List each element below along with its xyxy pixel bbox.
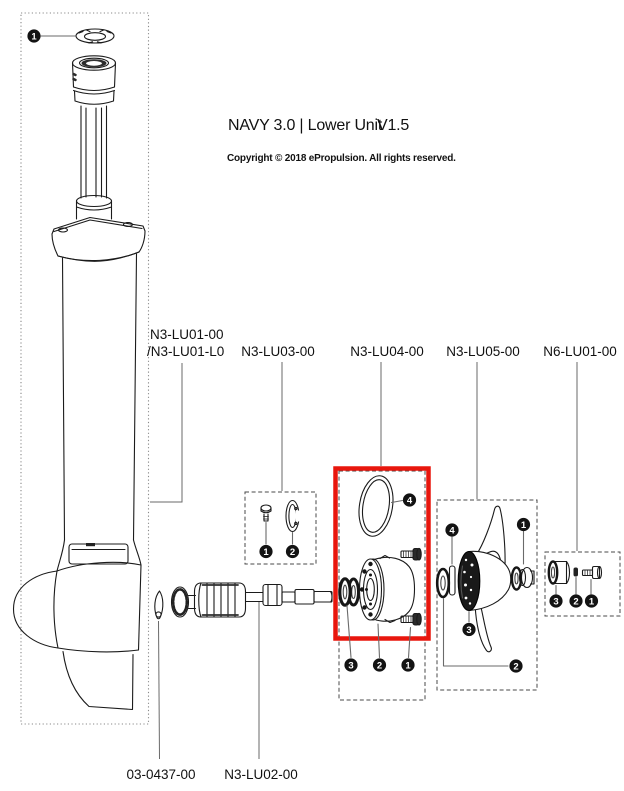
- callout-n6-2: 2: [569, 594, 583, 608]
- callouts: 1 1 2 4 3 2 1 4: [27, 29, 599, 673]
- callout-lu03-1: 1: [259, 544, 273, 559]
- svg-text:2: 2: [513, 661, 518, 672]
- callout-lu05-4: 4: [445, 523, 459, 537]
- callout-lu05-3: 3: [462, 622, 476, 637]
- lu04-parts-drawing: [338, 475, 422, 659]
- part-labels: N3-LU01-00 /N3-LU01-L0 N3-LU03-00 N3-LU0…: [126, 327, 616, 782]
- callout-n6-1: 1: [584, 594, 599, 608]
- propeller-assembly-drawing: [435, 505, 535, 667]
- n6-bolt-drawing: [581, 565, 603, 580]
- key-drawing: [154, 590, 164, 620]
- prop-spinner-drawing: [468, 550, 512, 612]
- label-lu05: N3-LU05-00: [446, 344, 520, 359]
- anode-cap-drawing: [547, 560, 571, 585]
- svg-text:2: 2: [573, 596, 578, 607]
- svg-text:4: 4: [407, 495, 413, 506]
- svg-text:2: 2: [290, 547, 295, 558]
- n6lu01-group-box: [544, 551, 621, 617]
- callout-lu05-2: 2: [509, 659, 523, 673]
- label-lu03: N3-LU03-00: [241, 344, 315, 359]
- svg-text:2: 2: [377, 660, 382, 671]
- page-title: NAVY 3.0 | Lower Unit: [228, 117, 383, 134]
- small-pin-drawing: [573, 567, 578, 577]
- callout-leg-1: 1: [27, 29, 41, 43]
- driveshaft-drawing: [170, 582, 333, 618]
- lu03-circlip-drawing: [285, 499, 302, 533]
- o-ring-drawing: [358, 475, 394, 537]
- tube-collar-drawing: [75, 194, 113, 220]
- label-lu01-line2: /N3-LU01-L0: [147, 344, 224, 359]
- prop-blade-lower-drawing: [474, 604, 492, 653]
- leader-lu01: [150, 363, 183, 503]
- callout-lu04-1: 1: [401, 658, 415, 672]
- callout-n6-3: 3: [549, 594, 563, 608]
- callout-lu04-3: 3: [344, 658, 358, 672]
- leader-key: [158, 620, 160, 760]
- svg-text:1: 1: [405, 660, 411, 671]
- lu03-parts-drawing: [260, 499, 302, 545]
- mount-bracket-drawing: [51, 216, 146, 262]
- upper-tube-drawing: [80, 105, 108, 199]
- lu03-screw-drawing: [260, 504, 272, 522]
- svg-text:1: 1: [31, 31, 37, 42]
- svg-text:3: 3: [466, 625, 471, 636]
- svg-text:1: 1: [521, 520, 527, 531]
- svg-text:4: 4: [449, 525, 455, 536]
- leader-lines: [150, 362, 578, 760]
- prop-hub-drawing: [457, 550, 481, 612]
- lu05-group-box: [436, 499, 538, 691]
- motor-cap-drawing: [71, 55, 117, 105]
- gearcase-drawing: [12, 539, 142, 653]
- page-version: V1.5: [377, 117, 409, 134]
- trim-washer-drawing: [75, 28, 115, 44]
- label-driveshaft: N3-LU02-00: [224, 767, 298, 782]
- part-group-boxes: [244, 470, 621, 701]
- label-key: 03-0437-00: [126, 767, 195, 782]
- callout-lu05-1: 1: [516, 517, 531, 532]
- callout-lu03-2: 2: [285, 544, 300, 559]
- thrust-washer-left-drawing: [435, 567, 451, 599]
- label-lu04: N3-LU04-00: [350, 344, 424, 359]
- label-lu01-line1: N3-LU01-00: [150, 327, 224, 342]
- skeg-drawing: [62, 650, 134, 711]
- label-n6lu01: N6-LU01-00: [543, 344, 617, 359]
- svg-text:1: 1: [589, 596, 595, 607]
- n6lu01-parts-drawing: [547, 560, 603, 595]
- shear-pin-drawing: [448, 565, 456, 596]
- highlight-box-lu04: [333, 466, 431, 641]
- bearing-housing-drawing: [358, 554, 416, 624]
- outboard-leg-drawing: [12, 28, 146, 711]
- callout-lu04-2: 2: [372, 658, 387, 672]
- prop-nut-drawing: [518, 566, 535, 589]
- copyright-text: Copyright © 2018 ePropulsion. All rights…: [227, 153, 456, 164]
- svg-text:3: 3: [348, 660, 353, 671]
- callout-lu04-4: 4: [402, 493, 417, 507]
- lower-tube-drawing: [61, 253, 138, 541]
- shaft-seals-drawing: [338, 577, 360, 607]
- housing-screw-bottom-drawing: [400, 612, 422, 626]
- leg-group-box: [20, 12, 150, 725]
- vent-plate-drawing: [68, 543, 129, 565]
- svg-text:3: 3: [553, 596, 558, 607]
- svg-text:1: 1: [263, 547, 269, 558]
- housing-screw-top-drawing: [400, 547, 422, 561]
- lu03-group-box: [244, 491, 317, 565]
